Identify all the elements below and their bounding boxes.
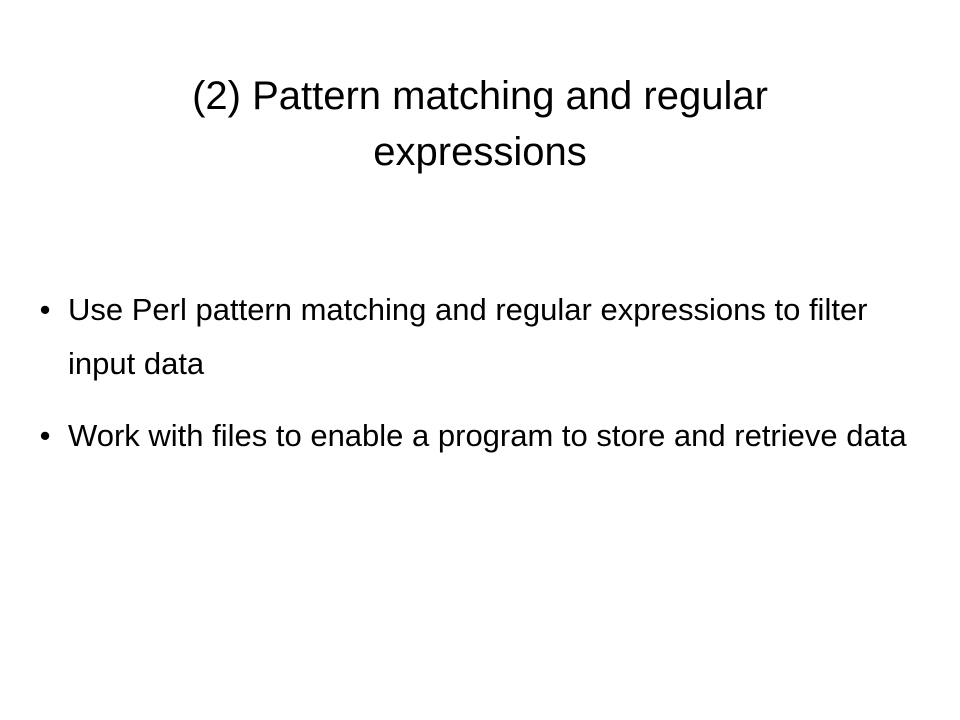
- bullet-item: • Use Perl pattern matching and regular …: [30, 283, 910, 391]
- bullet-text: Use Perl pattern matching and regular ex…: [68, 292, 868, 381]
- bullet-list: • Use Perl pattern matching and regular …: [30, 283, 910, 481]
- bullet-dot-icon: •: [39, 292, 51, 327]
- bullet-text: Work with files to enable a program to s…: [68, 418, 907, 453]
- bullet-dot-icon: •: [39, 418, 51, 453]
- bullet-item: • Work with files to enable a program to…: [30, 411, 910, 461]
- slide-title: (2) Pattern matching and regular express…: [192, 74, 768, 174]
